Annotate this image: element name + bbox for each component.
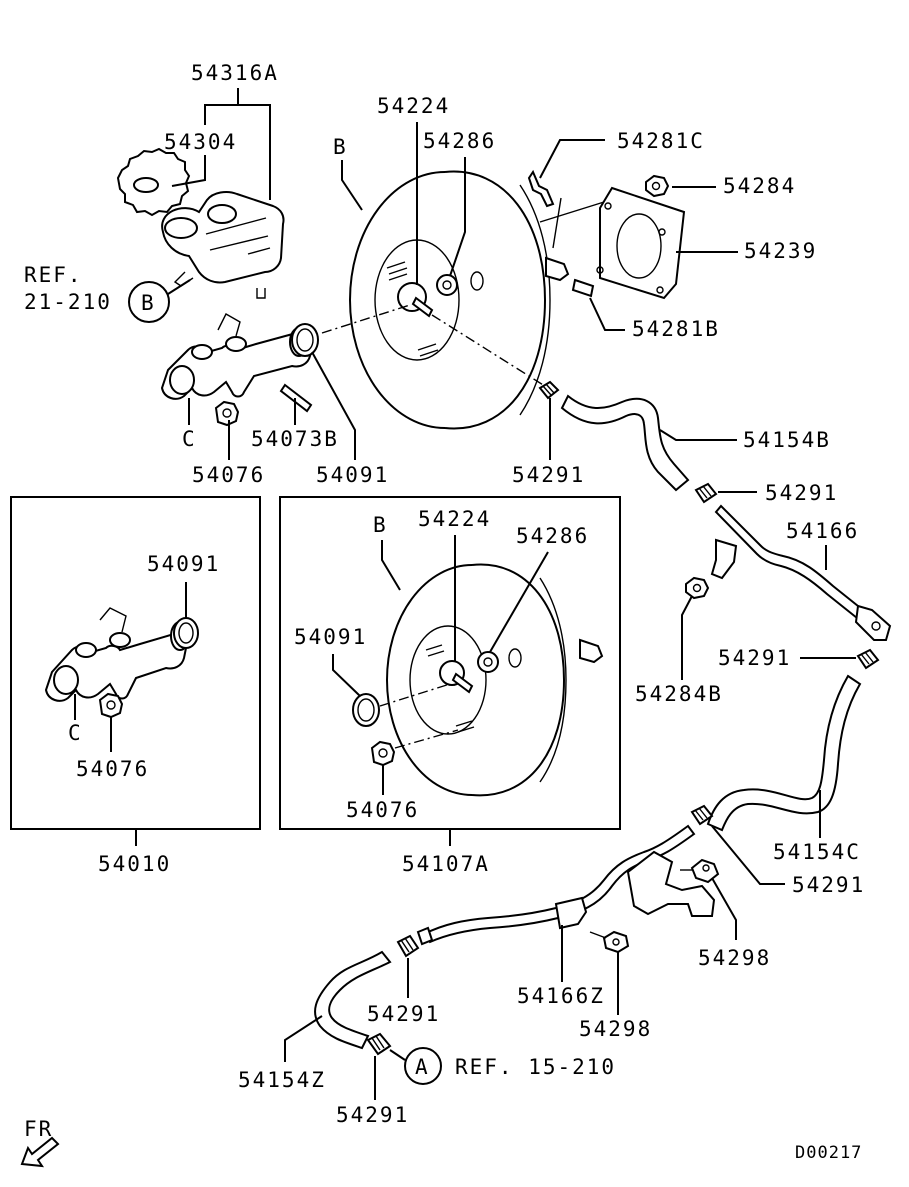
leader-54154Z: [284, 1015, 323, 1062]
label-54154C: 54154C: [773, 840, 861, 864]
leader-54091-top: [311, 351, 356, 460]
gasket-54239: [596, 186, 686, 300]
label-box2-54286: 54286: [516, 524, 589, 548]
nut-box1: [98, 692, 124, 719]
hose-54154C: [706, 674, 862, 832]
centerline-box2-lower: [394, 729, 459, 749]
leader-54284B: [681, 595, 693, 680]
label-54224-top: 54224: [377, 94, 450, 118]
hose-54154B: [560, 394, 690, 492]
label-54284B: 54284B: [635, 682, 723, 706]
clip-54281C: [527, 169, 555, 208]
label-54281C: 54281C: [617, 129, 705, 153]
label-c-top: C: [182, 427, 197, 451]
ref-label-21-210: 21-210: [24, 290, 112, 314]
label-54073B: 54073B: [251, 427, 339, 451]
callout-circle-b: [128, 281, 170, 323]
label-54298-right: 54298: [698, 946, 771, 970]
hose-clamp-54291-f: [366, 1032, 392, 1056]
label-box2-54076: 54076: [346, 798, 419, 822]
seal-ring-box2: [352, 693, 380, 727]
ref-label-15-210: REF. 15-210: [455, 1055, 616, 1079]
label-54298-bottom: 54298: [579, 1017, 652, 1041]
hose-clamp-54291-d: [690, 804, 714, 826]
leader-b-top: [341, 160, 363, 211]
label-54316A: 54316A: [191, 61, 279, 85]
leader-54281B: [589, 297, 625, 331]
label-54281B: 54281B: [632, 317, 720, 341]
nut-54284B: [685, 576, 710, 600]
leader-box2-54091: [332, 654, 361, 697]
nut-54284: [645, 174, 670, 198]
leader-54286-top: [449, 157, 466, 277]
seal-ring-54091: [291, 323, 319, 357]
callout-circle-a: [404, 1047, 442, 1085]
callout-b-letter: B: [141, 291, 156, 315]
callout-a-letter: A: [415, 1055, 430, 1079]
hose-clamp-54291-e: [396, 934, 420, 958]
reservoir-tank: [116, 147, 285, 299]
leader-54281C: [539, 139, 605, 179]
leader-54298-right: [711, 877, 737, 940]
hose-clamp-54291-b: [694, 482, 718, 504]
leader-54154B: [659, 429, 737, 441]
label-box1-c: C: [68, 721, 83, 745]
ref-label-line1: REF.: [24, 263, 83, 287]
front-arrow-icon: [20, 1136, 60, 1168]
nut-box2: [370, 740, 396, 767]
master-cylinder: [160, 313, 314, 400]
label-54284: 54284: [723, 174, 796, 198]
label-54291-f: 54291: [336, 1103, 409, 1127]
brake-booster-box2: [386, 563, 604, 797]
leader-54291-d: [711, 825, 785, 885]
label-54286-top: 54286: [423, 129, 496, 153]
label-box1-54091: 54091: [147, 552, 220, 576]
leader-box2-b: [381, 540, 401, 591]
pipe-54166Z: [416, 824, 716, 946]
label-54291-b: 54291: [765, 481, 838, 505]
leader-54304: [171, 155, 206, 187]
brake-booster: [349, 170, 570, 430]
leader-box2-54286: [489, 551, 549, 653]
hose-54154Z: [314, 950, 392, 1050]
bolt-54281B: [571, 278, 595, 298]
label-54154B: 54154B: [743, 428, 831, 452]
label-54304: 54304: [164, 130, 237, 154]
leader-ref-a: [389, 1049, 406, 1061]
label-54291-e: 54291: [367, 1002, 440, 1026]
label-54091-top: 54091: [316, 463, 389, 487]
bolt-54298-bottom: [589, 930, 630, 954]
bolt-54298-right: [680, 858, 720, 884]
centerline-booster: [321, 304, 549, 389]
label-54010: 54010: [98, 852, 171, 876]
label-box1-54076: 54076: [76, 757, 149, 781]
label-b-top: B: [333, 135, 348, 159]
guide-lines-54281C: [539, 197, 605, 249]
label-54154Z: 54154Z: [238, 1068, 326, 1092]
front-label: FR: [24, 1117, 53, 1141]
master-cylinder-box1: [44, 607, 190, 702]
label-box2-b: B: [373, 513, 388, 537]
label-54291-a: 54291: [512, 463, 585, 487]
centerline-box2-upper: [379, 683, 451, 707]
label-54239: 54239: [744, 239, 817, 263]
nut-54076: [214, 400, 240, 427]
label-54166: 54166: [786, 519, 859, 543]
label-box2-54224: 54224: [418, 507, 491, 531]
figure-code: D00217: [795, 1143, 862, 1163]
hose-clamp-54291-c: [856, 648, 880, 670]
pipe-54166: [710, 504, 892, 641]
hose-clamp-54291-a: [538, 380, 560, 400]
label-54076-top: 54076: [192, 463, 265, 487]
label-54291-d: 54291: [792, 873, 865, 897]
label-54166Z: 54166Z: [517, 984, 605, 1008]
label-54291-c: 54291: [718, 646, 791, 670]
leader-54316A: [204, 88, 271, 200]
leader-ref-b: [167, 279, 191, 295]
label-box2-54091: 54091: [294, 625, 367, 649]
label-54107A: 54107A: [402, 852, 490, 876]
